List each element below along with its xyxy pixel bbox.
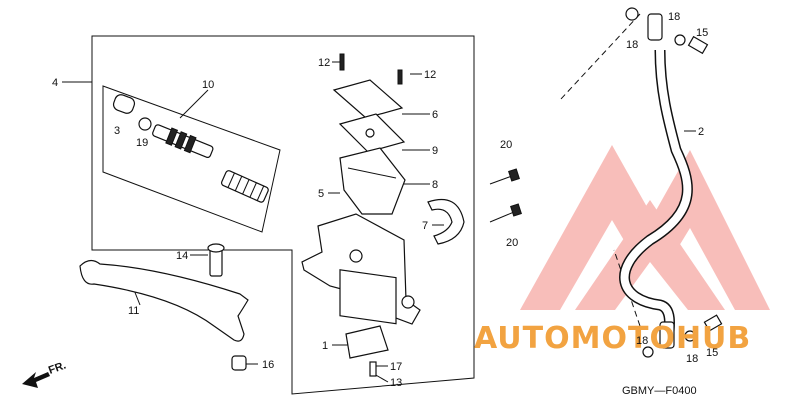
- clamp-part: [427, 198, 465, 245]
- callout-labels: 4 10 3 19 12 12 6 9 5 8 7 20 20 14 11 16…: [52, 11, 718, 389]
- brake-switch: [345, 325, 389, 377]
- master-cylinder-body: [301, 213, 421, 325]
- callout-8: 8: [432, 179, 438, 191]
- callout-18-bottom-left: 18: [636, 335, 648, 347]
- nut: [231, 355, 247, 371]
- figure-code: GBMY—F0400: [622, 385, 697, 397]
- callout-18-bottom-right: 18: [686, 353, 698, 365]
- callout-4: 4: [52, 77, 58, 89]
- callout-12-right: 12: [424, 69, 436, 81]
- reservoir-parts: [332, 53, 406, 215]
- callout-9: 9: [432, 145, 438, 157]
- callout-12-left: 12: [318, 57, 330, 69]
- callout-7: 7: [422, 220, 428, 232]
- callout-3: 3: [114, 125, 120, 137]
- piston-set-boundary: [102, 85, 281, 233]
- brake-hose: [619, 13, 693, 349]
- watermark-logo: [520, 145, 770, 310]
- callout-11: 11: [128, 305, 139, 317]
- callout-6: 6: [432, 109, 438, 121]
- front-label: FR.: [47, 359, 68, 376]
- front-arrow-icon: [22, 372, 50, 388]
- callout-20-lower: 20: [506, 237, 518, 249]
- callout-18-top-right: 18: [668, 11, 680, 23]
- callout-10: 10: [202, 79, 214, 91]
- callout-15-top: 15: [696, 27, 708, 39]
- callout-13: 13: [390, 377, 402, 389]
- piston-set: [112, 94, 269, 203]
- callout-14: 14: [176, 250, 188, 262]
- bolt-20-lower: [489, 203, 522, 223]
- callout-15-bottom: 15: [706, 347, 718, 359]
- callout-18-top-left: 18: [626, 39, 638, 51]
- bolt-20-upper: [489, 168, 520, 185]
- callout-17: 17: [390, 361, 402, 373]
- callout-5: 5: [318, 188, 324, 200]
- callout-16: 16: [262, 359, 274, 371]
- brake-lever: [79, 259, 249, 342]
- pivot-bolt: [207, 243, 225, 277]
- washers-bolts-hose: [625, 7, 723, 358]
- watermark-text: AUTOMOTOHUB: [474, 321, 751, 356]
- assembly-boundary: [91, 35, 475, 395]
- callout-19: 19: [136, 137, 148, 149]
- callout-2: 2: [698, 126, 704, 138]
- callout-20-upper: 20: [500, 139, 512, 151]
- front-direction-indicator: FR.: [22, 359, 68, 388]
- callout-1: 1: [322, 340, 328, 352]
